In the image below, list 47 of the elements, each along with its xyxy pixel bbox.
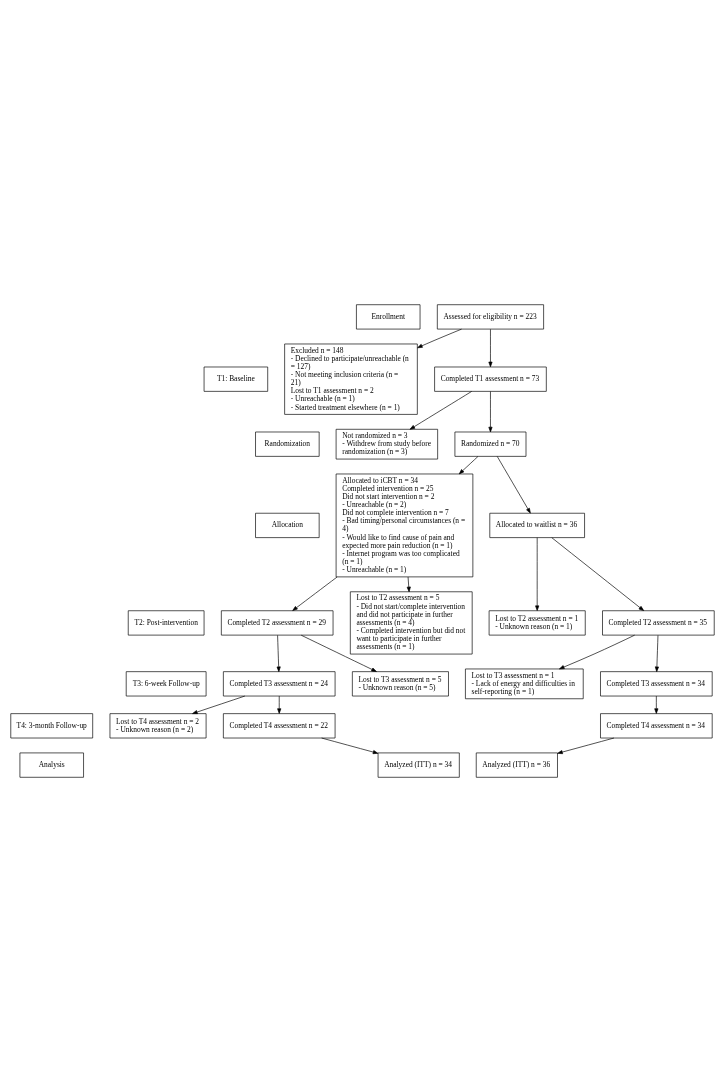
- node-box: T3: 6-week Follow-up: [125, 671, 207, 697]
- arrow: [654, 695, 659, 714]
- node-box: Excluded n = 148 - Declined to participate/unreachable (n = 127) - Not meeting inclusion criteria (n = 21) Lost to T1 assessment n = 2 - Unreachable (n = 1) - Started treatment elsewhere (n = 1): [284, 343, 418, 415]
- node-box: Allocated to iCBT n = 34 Completed intervention n = 25 Did not start intervention n = 2 - Unreachable (n = 2) Did not complete intervention n = 7 - Bad timing/personal circumstances (n = 4) - Would like to find cause of pain and expected more pain reduction (n = 1) - Internet program was too complicated (n = 1) - Unreachable (n = 1): [335, 473, 474, 578]
- arrow: [277, 695, 282, 714]
- arrow: [321, 737, 379, 755]
- arrow: [417, 328, 462, 349]
- arrow: [406, 576, 411, 593]
- node-box: Lost to T3 assessment n = 1 - Lack of energy and difficulties in self-reporting (n = 1): [465, 668, 584, 700]
- node-box: Analyzed (ITT) n = 34: [377, 752, 460, 778]
- node-box: Allocation: [255, 512, 320, 538]
- arrow: [535, 537, 540, 611]
- node-box: Lost to T3 assessment n = 5 - Unknown reason (n = 5): [352, 671, 449, 697]
- node-box: T1: Baseline: [203, 366, 269, 392]
- node-box: Completed T4 assessment n = 22: [223, 713, 336, 739]
- node-box: Lost to T2 assessment n = 5 - Did not start/complete intervention and did not participate in further assessments (n = 4) - Completed intervention but did not want to participate in further assessments (n = 1): [349, 591, 473, 655]
- arrow: [496, 456, 531, 514]
- node-box: Randomization: [255, 431, 320, 457]
- node-box: Completed T4 assessment n = 34: [600, 713, 713, 739]
- arrow: [292, 576, 338, 611]
- arrow: [559, 634, 635, 670]
- arrow: [276, 635, 281, 672]
- node-box: Lost to T4 assessment n = 2 - Unknown reason (n = 2): [109, 713, 207, 739]
- arrow: [458, 456, 479, 475]
- arrow: [488, 391, 493, 433]
- arrow: [551, 537, 645, 611]
- node-box: Assessed for eligibility n = 223: [436, 304, 544, 330]
- arrow: [192, 695, 246, 714]
- arrow: [557, 737, 615, 755]
- node-box: Analysis: [19, 752, 84, 778]
- node-box: Completed T1 assessment n = 73: [434, 366, 547, 392]
- node-box: Randomized n = 70: [454, 431, 527, 457]
- node-box: Enrollment: [356, 304, 421, 330]
- node-box: Not randomized n = 3 - Withdrew from study before randomization (n = 3): [335, 428, 438, 460]
- node-box: Completed T3 assessment n = 34: [600, 671, 713, 697]
- node-box: T4: 3-month Follow-up: [10, 713, 94, 739]
- arrow: [488, 329, 493, 368]
- arrow: [300, 634, 377, 672]
- node-box: Lost to T2 assessment n = 1 - Unknown reason (n = 1): [488, 610, 586, 636]
- node-box: T2: Post-intervention: [127, 610, 205, 636]
- node-box: Allocated to waitlist n = 36: [489, 512, 585, 538]
- node-box: Completed T3 assessment n = 24: [223, 671, 336, 697]
- node-box: Completed T2 assessment n = 35: [602, 610, 715, 636]
- arrow: [654, 635, 659, 672]
- node-box: Analyzed (ITT) n = 36: [475, 752, 558, 778]
- node-box: Completed T2 assessment n = 29: [221, 610, 334, 636]
- arrow: [409, 391, 473, 430]
